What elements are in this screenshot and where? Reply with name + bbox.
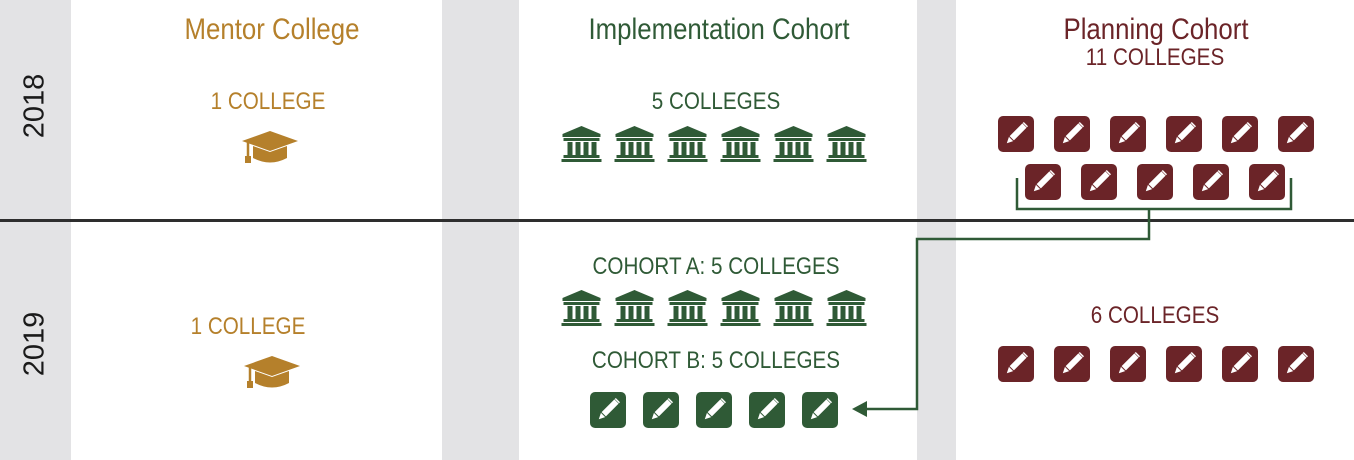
pencil-square-icon <box>749 392 785 428</box>
pencil-square-icon <box>998 346 1034 382</box>
planning-cohort-title: Planning Cohort <box>1063 13 1249 46</box>
pencil-square-icon <box>1222 346 1258 382</box>
year-divider <box>0 219 1354 222</box>
pencil-square-icon <box>802 392 838 428</box>
planning-cohort-column <box>956 0 1354 460</box>
planning-2018-icons-row2 <box>1025 164 1285 200</box>
institution-building-icon <box>773 126 814 162</box>
pencil-square-icon <box>1278 346 1314 382</box>
institution-building-icon <box>826 126 867 162</box>
pencil-square-icon <box>1166 346 1202 382</box>
institution-building-icon <box>720 126 761 162</box>
planning-bracket <box>1015 178 1293 211</box>
pencil-square-icon <box>1137 164 1173 200</box>
cohort-b-icons <box>590 392 838 428</box>
pencil-square-icon <box>1249 164 1285 200</box>
institution-building-icon <box>614 126 655 162</box>
pencil-square-icon <box>590 392 626 428</box>
pencil-square-icon <box>696 392 732 428</box>
institution-building-icon <box>826 290 867 326</box>
pencil-square-icon <box>1278 116 1314 152</box>
cohort-b-count: COHORT B: 5 COLLEGES <box>591 347 841 374</box>
pencil-square-icon <box>998 116 1034 152</box>
graduation-cap-icon <box>242 131 298 163</box>
institution-building-icon <box>614 290 655 326</box>
institution-building-icon <box>773 290 814 326</box>
institution-building-icon <box>667 126 708 162</box>
pencil-square-icon <box>1110 346 1146 382</box>
mentor-2019-icons <box>243 355 301 391</box>
graduation-cap-icon <box>244 356 300 388</box>
mentor-2019-count: 1 COLLEGE <box>190 313 306 340</box>
pencil-square-icon <box>1193 164 1229 200</box>
pencil-square-icon <box>1166 116 1202 152</box>
institution-building-icon <box>561 126 602 162</box>
institution-building-icon <box>667 290 708 326</box>
mentor-college-title: Mentor College <box>184 13 360 46</box>
planning-2019-count: 6 COLLEGES <box>1090 302 1220 329</box>
pencil-square-icon <box>1025 164 1061 200</box>
cohort-a-icons <box>561 289 867 327</box>
implementation-2018-count: 5 COLLEGES <box>651 88 781 115</box>
pencil-square-icon <box>1222 116 1258 152</box>
institution-building-icon <box>720 290 761 326</box>
planning-2018-count: 11 COLLEGES <box>1085 44 1225 71</box>
implementation-2018-icons <box>561 125 867 163</box>
pencil-square-icon <box>1081 164 1117 200</box>
planning-2018-icons-row1 <box>998 116 1314 152</box>
pencil-square-icon <box>1054 346 1090 382</box>
pencil-square-icon <box>1110 116 1146 152</box>
cohort-a-count: COHORT A: 5 COLLEGES <box>592 253 840 280</box>
institution-building-icon <box>561 290 602 326</box>
pencil-square-icon <box>643 392 679 428</box>
mentor-2018-count: 1 COLLEGE <box>210 88 326 115</box>
implementation-cohort-title: Implementation Cohort <box>588 13 850 46</box>
arrow-head <box>852 401 867 417</box>
planning-2019-icons <box>998 346 1314 382</box>
implementation-cohort-column <box>519 0 917 460</box>
connector-line <box>866 209 1151 411</box>
mentor-2018-icons <box>241 130 299 166</box>
pencil-square-icon <box>1054 116 1090 152</box>
